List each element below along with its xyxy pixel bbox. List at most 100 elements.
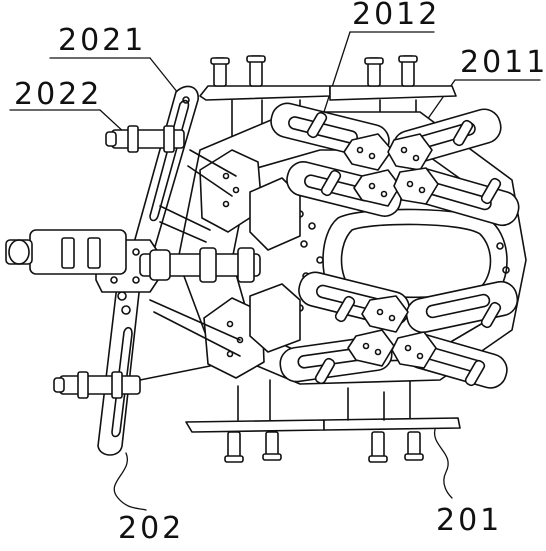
- upper-link-slot: [149, 99, 190, 222]
- top-plate-assembly: [199, 55, 457, 147]
- bracket-plate-mid: [249, 177, 301, 251]
- center-shaft-end: [5, 239, 33, 265]
- leader-202: [113, 452, 147, 511]
- hub-hole: [406, 180, 414, 188]
- hub-hole: [412, 154, 420, 162]
- lower-shaft-collar: [111, 371, 123, 399]
- hub-hole: [380, 190, 388, 198]
- center-rod-collar: [149, 249, 171, 281]
- link-hole: [121, 305, 131, 315]
- hub-hole: [374, 348, 382, 356]
- hub-hole: [376, 308, 384, 316]
- x-connector: [361, 295, 409, 333]
- center-rod-collar: [199, 247, 217, 283]
- hub-hole: [356, 146, 364, 154]
- ref-label-2021: 2021: [58, 23, 147, 58]
- bracket-plate-mid-lower: [249, 283, 301, 353]
- shaft-cap: [105, 131, 117, 147]
- frame-hole: [308, 222, 316, 230]
- frame-hole: [502, 266, 510, 274]
- leader-201: [433, 425, 453, 499]
- x-connector: [393, 167, 439, 205]
- hub-hole: [388, 314, 396, 322]
- shaft-collar: [127, 125, 139, 153]
- arm-pin: [452, 119, 474, 147]
- top-bolt-2-head: [246, 55, 266, 63]
- x-connector: [391, 331, 437, 369]
- slotted-arm-array: [270, 102, 520, 389]
- bracket-hole: [226, 320, 234, 328]
- hub-hole: [132, 248, 140, 256]
- ref-label-201: 201: [436, 503, 503, 538]
- ref-label-2011: 2011: [460, 45, 546, 80]
- x-connector: [343, 133, 393, 171]
- arm-pin: [306, 111, 328, 139]
- x-connector-hubs: [343, 133, 439, 369]
- bottom-bolt-4-head: [404, 453, 424, 461]
- top-plate-right: [329, 85, 457, 101]
- bottom-plate-left: [185, 419, 325, 433]
- bottom-bolt-2-head: [262, 453, 282, 461]
- diagonal-rod: [189, 149, 237, 177]
- x-connector: [347, 329, 395, 367]
- arm-pin: [480, 301, 502, 329]
- diagonal-rod: [149, 299, 241, 341]
- frame-hole: [300, 240, 308, 248]
- arm-pin: [314, 357, 336, 385]
- ref-label-2012: 2012: [352, 0, 441, 32]
- hub-hole: [362, 342, 370, 350]
- arm-pin: [480, 177, 502, 205]
- arm-slot: [425, 293, 491, 319]
- side-bracket-plates: [199, 149, 301, 379]
- bracket-hole: [222, 172, 230, 180]
- link-hole: [182, 96, 190, 104]
- top-bolt-4-head: [398, 55, 418, 63]
- bracket-hole: [236, 336, 244, 344]
- diagonal-rod: [153, 311, 241, 357]
- x-connector: [353, 169, 401, 207]
- bracket-hole: [232, 186, 240, 194]
- lower-shaft: [59, 375, 141, 395]
- hub-hole: [132, 276, 140, 284]
- hub-hole: [368, 152, 376, 160]
- ref-label-2022: 2022: [14, 77, 103, 112]
- top-bolt-3-head: [364, 57, 384, 65]
- hub-hole: [368, 182, 376, 190]
- bottom-plate-right: [323, 417, 461, 431]
- diagonal-rod: [159, 221, 207, 243]
- leader-2012-tick: [321, 31, 351, 119]
- center-shaft-body: [29, 229, 127, 275]
- bottom-plate-assembly: [185, 379, 461, 463]
- center-shaft-collar: [87, 237, 101, 269]
- arm-pin: [334, 295, 356, 323]
- frame-hole: [316, 256, 324, 264]
- center-shaft-face: [8, 239, 30, 265]
- frame-hole: [496, 242, 504, 250]
- lower-shaft-collar: [77, 371, 89, 399]
- axial-shafts: [5, 125, 261, 399]
- hub-hole: [404, 344, 412, 352]
- center-rod-collar: [237, 247, 255, 283]
- lower-shaft-cap: [53, 377, 65, 393]
- diagonal-rod: [159, 205, 211, 231]
- hub-hole: [400, 146, 408, 154]
- bottom-bolt-3-head: [368, 455, 388, 463]
- bracket-hole: [222, 200, 230, 208]
- hub-hole: [110, 276, 118, 284]
- ref-label-202: 202: [118, 511, 185, 546]
- hub-hole: [416, 352, 424, 360]
- lower-link-slot: [111, 326, 133, 438]
- arm-pin: [464, 359, 486, 387]
- diagonal-rod: [187, 165, 233, 197]
- bottom-bolt-1-head: [224, 455, 244, 463]
- hub-hole: [418, 186, 426, 194]
- arm-pin: [320, 169, 342, 197]
- top-plate-left: [199, 85, 331, 101]
- diagonal-rod: [139, 365, 211, 381]
- top-bolt-1-head: [210, 57, 230, 65]
- slotted-arm: [405, 280, 519, 334]
- center-shaft-collar: [61, 237, 75, 269]
- shaft-collar: [163, 125, 175, 153]
